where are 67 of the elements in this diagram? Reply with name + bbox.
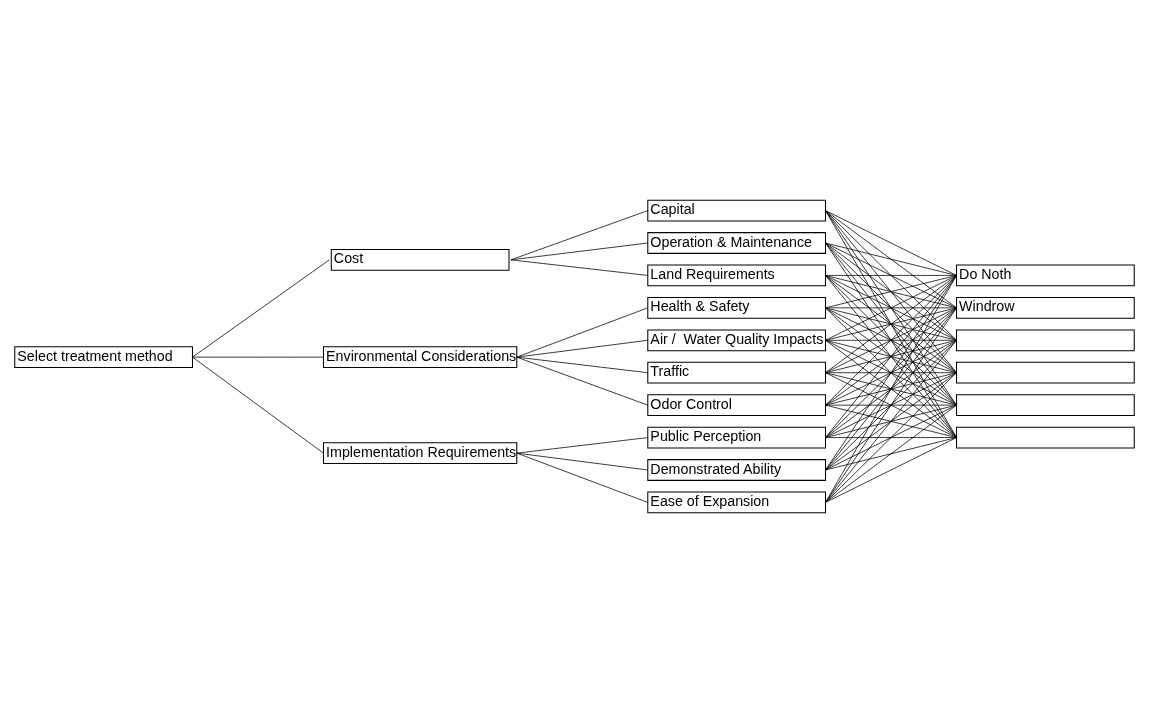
connector bbox=[825, 339, 957, 503]
connector bbox=[825, 404, 957, 471]
node-box: Health & Safety bbox=[647, 296, 827, 319]
connector bbox=[192, 259, 330, 358]
connector bbox=[825, 437, 957, 503]
connector bbox=[825, 437, 957, 471]
node-box bbox=[956, 361, 1135, 384]
connector bbox=[825, 275, 957, 309]
connector bbox=[825, 275, 957, 341]
connector bbox=[825, 275, 957, 406]
connector bbox=[192, 356, 324, 454]
connector bbox=[825, 275, 957, 374]
connector bbox=[825, 404, 957, 503]
connector bbox=[825, 275, 957, 438]
node-box: Traffic bbox=[647, 361, 827, 384]
node-box: Public Perception bbox=[647, 426, 827, 449]
node-box bbox=[956, 426, 1135, 449]
connector bbox=[825, 339, 957, 406]
node-box: Air / Water Quality Impacts bbox=[647, 329, 827, 352]
connector bbox=[825, 339, 957, 471]
connector bbox=[516, 307, 649, 358]
connector bbox=[825, 307, 957, 374]
node-box bbox=[956, 329, 1135, 352]
connector bbox=[825, 210, 957, 374]
connector bbox=[825, 210, 957, 276]
node-box: Environmental Considerations bbox=[322, 346, 518, 369]
connector bbox=[825, 242, 957, 341]
connector bbox=[825, 242, 957, 276]
connector bbox=[510, 210, 649, 261]
connector bbox=[516, 452, 649, 503]
node-box: Select treatment method bbox=[14, 346, 193, 369]
connector bbox=[825, 307, 957, 406]
node-box: Windrow bbox=[956, 296, 1135, 319]
connector bbox=[825, 307, 957, 471]
connector bbox=[825, 242, 957, 374]
connector bbox=[516, 339, 649, 358]
connector bbox=[516, 437, 649, 454]
connector bbox=[825, 210, 957, 341]
connector bbox=[825, 404, 957, 406]
connector bbox=[825, 339, 957, 374]
node-box: Demonstrated Ability bbox=[647, 459, 827, 481]
connector bbox=[825, 307, 957, 438]
connector bbox=[510, 259, 649, 276]
connector bbox=[825, 372, 957, 406]
connector bbox=[825, 210, 957, 309]
node-box: Do Noth bbox=[956, 264, 1135, 287]
node-box: Capital bbox=[647, 199, 827, 222]
connector bbox=[825, 307, 957, 341]
connector bbox=[825, 339, 957, 438]
node-box: Odor Control bbox=[647, 394, 827, 417]
node-box: Operation & Maintenance bbox=[647, 232, 827, 254]
node-box: Ease of Expansion bbox=[647, 491, 827, 514]
connector bbox=[825, 372, 957, 374]
node-box: Land Requirements bbox=[647, 264, 827, 287]
connector bbox=[825, 242, 957, 309]
connector bbox=[825, 242, 957, 406]
connector bbox=[825, 404, 957, 438]
connector bbox=[825, 372, 957, 503]
connector bbox=[825, 307, 957, 309]
node-box: Cost bbox=[330, 248, 510, 271]
connector bbox=[825, 372, 957, 471]
connector bbox=[516, 356, 649, 406]
node-box bbox=[956, 394, 1135, 417]
node-box: Implementation Requirements bbox=[322, 442, 518, 465]
connector bbox=[825, 372, 957, 438]
connector bbox=[825, 437, 957, 438]
connector bbox=[192, 356, 324, 358]
